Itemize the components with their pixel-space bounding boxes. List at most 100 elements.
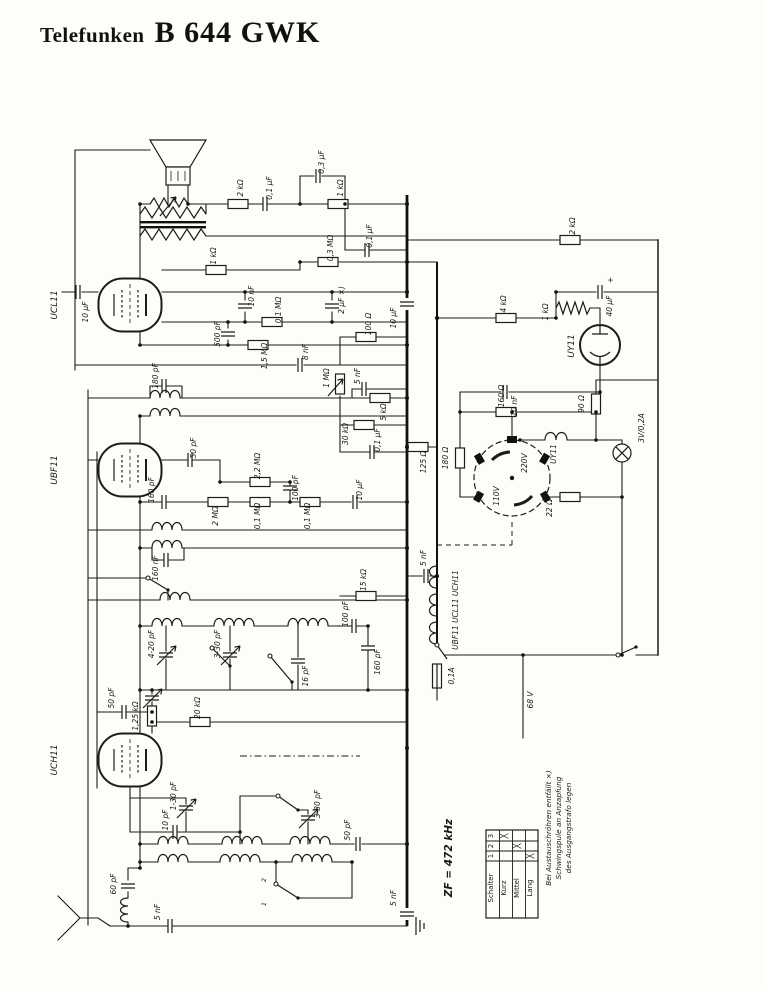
component-label: 0,1 µF [365, 224, 374, 248]
component-label: 100 Ω [364, 313, 373, 336]
component-label: 10 nF [247, 285, 256, 307]
component-label: 0,1 MΩ [253, 502, 262, 529]
table-band-label: Mittel [513, 878, 521, 898]
component-label: 5 nF [389, 889, 398, 906]
coil-symbol [213, 617, 255, 627]
polarity-label: + [606, 277, 615, 284]
capacitor-symbol [290, 658, 306, 664]
heater-chain-label: UBF11 UCL11 UCH11 [451, 570, 460, 650]
note-line: Bei Austauschröhren entfällt ×) [544, 770, 553, 886]
capacitor-symbol [220, 331, 236, 337]
table-mark: ╳ [499, 832, 509, 839]
component-label: 1,5 MΩ [260, 342, 269, 369]
component-label: 0,1 µF [373, 428, 382, 452]
model-name: B 644 GWK [154, 16, 321, 49]
capacitor-symbol [163, 552, 169, 568]
heater-symbol [428, 593, 438, 617]
fuse-symbol [431, 663, 443, 689]
band-switches[interactable] [145, 575, 300, 900]
junction-dots [126, 202, 624, 928]
service-note: Bei Austauschröhren entfällt ×) Schwings… [544, 770, 573, 886]
component-label: 0,1 µF [265, 176, 274, 200]
component-label: 50 pF [343, 819, 352, 841]
component-label: 8 nF [301, 343, 310, 360]
coil-symbol [151, 539, 183, 549]
selector-voltage-label: 110V [492, 485, 501, 505]
capacitor-symbol [121, 704, 127, 720]
component-label: 0,1 MΩ [303, 502, 312, 529]
voltage-label: 68 V [526, 691, 535, 709]
tube-ucl11 [97, 277, 163, 333]
component-label: 160 pF [373, 648, 382, 674]
table-position: 3 [487, 834, 495, 838]
capacitor-symbol [597, 284, 603, 300]
coil-symbol [221, 835, 263, 845]
volume-potentiometer[interactable] [327, 373, 346, 397]
component-label: 30 kΩ [341, 423, 350, 445]
component-label: 2 kΩ [568, 217, 577, 234]
capacitor-symbol [351, 618, 357, 634]
resistor-symbol [495, 312, 517, 324]
component-label: 160 Ω [497, 385, 506, 408]
filter-resistor [555, 300, 591, 316]
component-label: 125 Ω [419, 451, 428, 474]
component-label: 3-30 pF [213, 629, 222, 658]
coil-symbol [159, 591, 191, 601]
fuse-label: 0,1A [447, 667, 456, 684]
component-label: 5 nF [153, 903, 162, 920]
resistor-symbol [559, 491, 581, 503]
heater-label: UY11 [549, 444, 558, 464]
component-label: 90 Ω [577, 395, 586, 413]
capacitors [75, 168, 603, 934]
resistor-symbol [353, 419, 375, 431]
component-label: 1,25 kΩ [131, 701, 140, 730]
resistor-symbol [207, 496, 229, 508]
heater-symbol [544, 431, 568, 441]
component-label: 2,2 MΩ [253, 452, 262, 479]
component-label: 0,1 MΩ [274, 296, 283, 323]
tube-label: UY11 [567, 334, 577, 358]
component-label: 50 pF [189, 437, 198, 459]
coil-symbol [289, 835, 331, 845]
circuit-wiring [57, 149, 659, 941]
component-label: 60 pF [109, 873, 118, 895]
capacitor-symbol [355, 836, 361, 852]
coil-symbol [151, 521, 183, 531]
tube-uy11 [579, 324, 621, 366]
page-title: Telefunken B 644 GWK [40, 16, 320, 50]
tube-label: UBF11 [50, 455, 60, 484]
voltage-selector[interactable] [473, 436, 551, 517]
component-label: 2 µF ×) [337, 286, 346, 314]
capacitor-symbol [361, 381, 367, 397]
component-labels: UCL11 UBF11 UCH11 UY11 10 µF 2 kΩ 0,1 µF… [50, 150, 646, 920]
table-position: 1 [487, 854, 495, 858]
brand-name: Telefunken [40, 23, 145, 47]
component-label: 16 pF [301, 665, 310, 687]
component-label: 22 Ω [545, 499, 554, 517]
lamp-label: 3V/0,2A [637, 413, 646, 443]
coil-symbol [149, 407, 181, 417]
component-label: 1 kΩ [541, 303, 550, 320]
component-label: 100 pF [291, 474, 300, 500]
ground-symbol [415, 916, 425, 936]
component-label: 4 kΩ [499, 295, 508, 312]
component-label: 40 µF [605, 295, 614, 317]
heater-symbol [428, 621, 438, 645]
component-label: 3-30 pF [313, 789, 322, 818]
resistor-symbol [355, 590, 377, 602]
resistor-symbol [205, 264, 227, 276]
capacitor-symbol [120, 883, 136, 889]
coil-symbol [219, 853, 261, 863]
capacitor-symbol [167, 918, 173, 934]
component-label: 4-20 pF [147, 629, 156, 658]
capacitor-symbol [399, 911, 415, 917]
mains-switch[interactable] [434, 642, 638, 660]
table-band-label: Kurz [500, 880, 508, 896]
coil-symbol [149, 389, 181, 399]
loudspeaker [148, 139, 208, 186]
component-label: 160 nF [151, 554, 160, 580]
tone-potentiometer[interactable] [149, 196, 330, 394]
antenna-coil [119, 897, 129, 923]
